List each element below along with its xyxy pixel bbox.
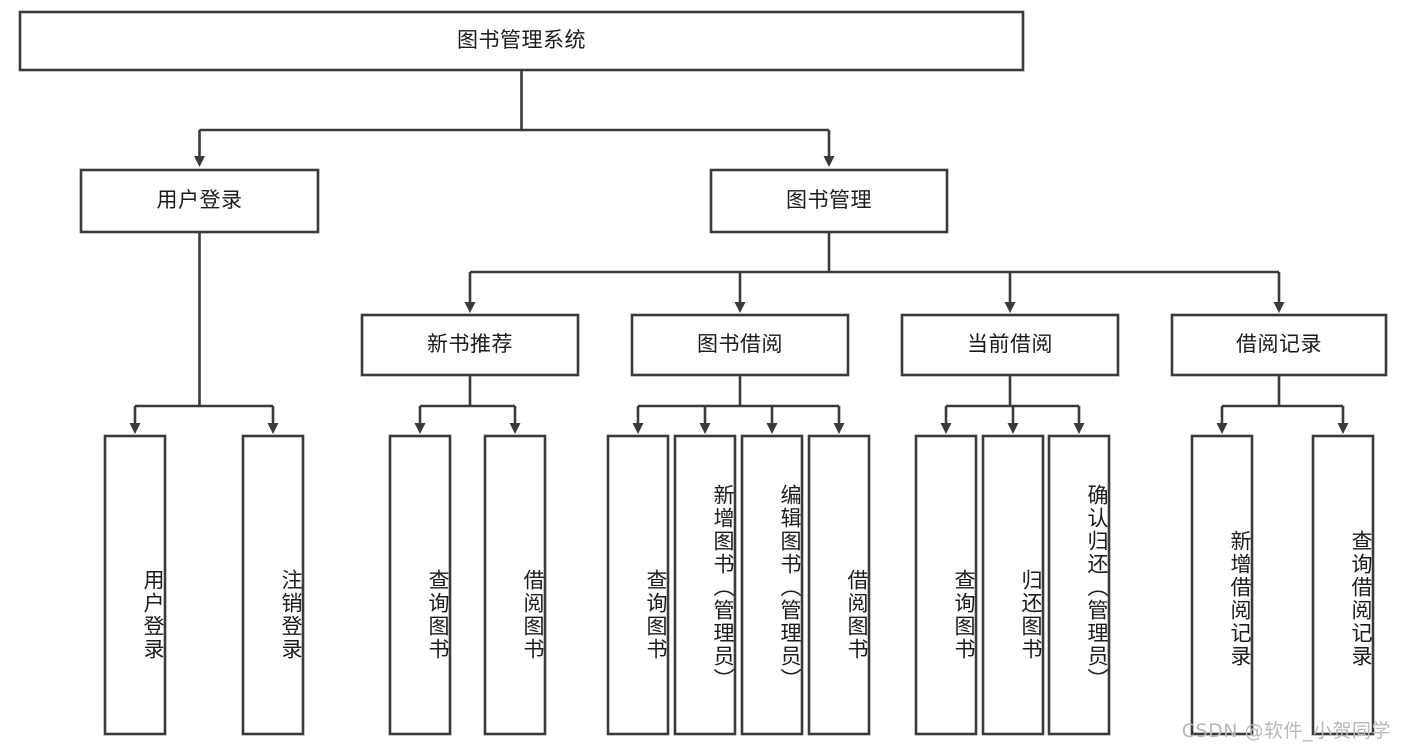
- node-box-leaf-query-book-borrow[interactable]: [606, 434, 670, 736]
- node-box-leaf-add-book-admin[interactable]: [673, 434, 737, 736]
- node-box-leaf-user-login[interactable]: [103, 434, 167, 736]
- node-box-leaf-return-book[interactable]: [981, 434, 1045, 736]
- node-box-leaf-confirm-return-admin[interactable]: [1047, 434, 1111, 736]
- connector-group-book-borrow: [632, 375, 845, 434]
- node-box-leaf-query-book-current[interactable]: [914, 434, 978, 736]
- node-box-book-management[interactable]: [709, 168, 949, 234]
- node-box-leaf-borrow-book[interactable]: [807, 434, 871, 736]
- node-box-current-borrow[interactable]: [900, 313, 1120, 377]
- connector-group-borrow-records: [1216, 375, 1349, 434]
- node-box-leaf-add-borrow-record[interactable]: [1190, 434, 1254, 736]
- connector-group-book-management: [464, 232, 1285, 313]
- node-box-leaf-borrow-book-recommend[interactable]: [483, 434, 547, 736]
- node-box-borrow-records[interactable]: [1170, 313, 1388, 377]
- node-box-user-login[interactable]: [79, 168, 320, 234]
- connector-group-root: [194, 70, 835, 167]
- node-box-book-borrow[interactable]: [630, 313, 850, 377]
- node-box-leaf-edit-book-admin[interactable]: [740, 434, 804, 736]
- connector-group-new-book-recommend: [414, 375, 521, 434]
- node-box-leaf-logout[interactable]: [241, 434, 305, 736]
- node-box-leaf-query-borrow-record[interactable]: [1311, 434, 1375, 736]
- connector-group-current-borrow: [940, 375, 1085, 434]
- node-box-new-book-recommend[interactable]: [360, 313, 580, 377]
- node-box-leaf-query-book-recommend[interactable]: [388, 434, 452, 736]
- connector-group-user-login: [129, 232, 279, 434]
- node-box-root[interactable]: [18, 10, 1025, 72]
